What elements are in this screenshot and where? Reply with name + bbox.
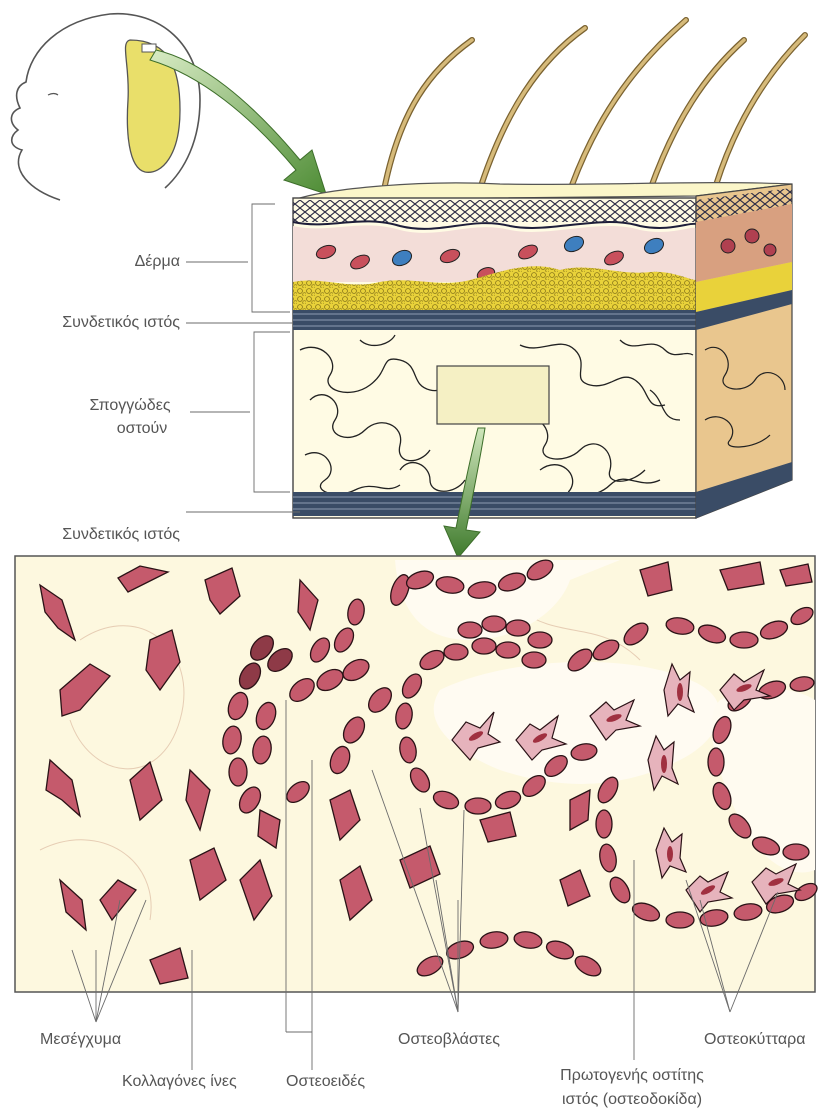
label-skin: Δέρμα [100,252,180,272]
label-collagen-fibers: Κολλαγόνες ίνες [122,1072,237,1092]
tissue-block [293,183,792,518]
label-osteocytes: Οστεοκύτταρα [704,1030,805,1050]
hair-strands [384,20,805,195]
label-spongy-bone-line2: οστούν [82,419,202,439]
zoom-region-box [437,366,549,424]
label-osteoid: Οστεοειδές [286,1072,365,1092]
label-connective-tissue-bottom: Συνδετικός ιστός [0,525,180,545]
left-label-leaders [186,204,300,512]
label-osteoblasts: Οστεοβλάστες [398,1030,500,1050]
label-connective-tissue-top: Συνδετικός ιστός [0,313,180,333]
infant-head-icon [11,14,200,200]
label-mesenchyme: Μεσέγχυμα [40,1030,121,1050]
label-primary-bone-line2: ιστός (οστεοδοκίδα) [532,1090,732,1110]
label-spongy-bone-line1: Σπογγώδες [70,396,190,416]
label-primary-bone-line1: Πρωτογενής οστίτης [532,1066,732,1086]
